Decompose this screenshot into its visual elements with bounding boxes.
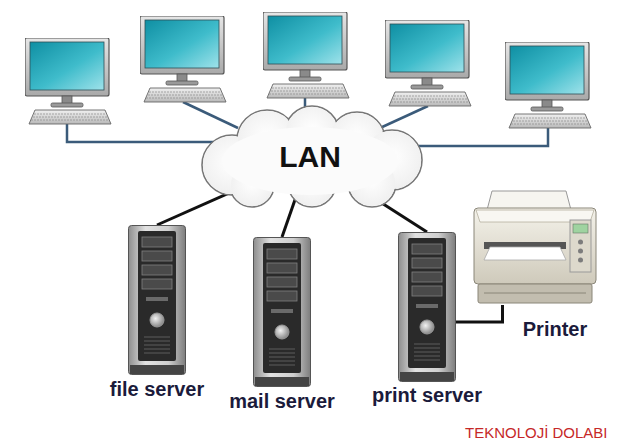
tower-picture <box>253 237 311 387</box>
device-label-area: file server <box>94 378 220 400</box>
device-label-area: Printer <box>497 318 613 340</box>
device-label: print server <box>364 384 490 406</box>
network-cloud: LAN <box>192 105 428 209</box>
network-label: LAN <box>279 140 341 174</box>
watermark: TEKNOLOJİ DOLABI <box>465 424 608 441</box>
server-node: file server <box>128 225 186 375</box>
printer-node: Printer <box>470 190 600 305</box>
device-label: mail server <box>219 390 345 412</box>
network-cable <box>456 305 503 322</box>
server-tower <box>129 226 186 375</box>
server-tower <box>254 238 311 387</box>
workstation <box>385 20 471 106</box>
server-node: print server <box>398 232 456 382</box>
server-tower <box>399 233 456 382</box>
device-label-area: print server <box>364 384 490 406</box>
watermark-area: TEKNOLOJİ DOLABI <box>465 424 608 442</box>
tower-picture <box>128 225 186 375</box>
device-label-area: mail server <box>219 390 345 412</box>
lan-cloud <box>202 106 422 207</box>
workstation <box>25 38 111 124</box>
printer-picture <box>470 190 600 305</box>
workstation <box>263 12 349 98</box>
printer-device <box>474 191 596 303</box>
device-label: file server <box>94 378 220 400</box>
workstation <box>505 42 591 128</box>
network-cable <box>282 197 296 237</box>
cloud-text-area: LAN <box>192 105 428 209</box>
device-label: Printer <box>497 318 613 340</box>
tower-picture <box>398 232 456 382</box>
server-node: mail server <box>253 237 311 387</box>
workstation <box>140 16 226 102</box>
